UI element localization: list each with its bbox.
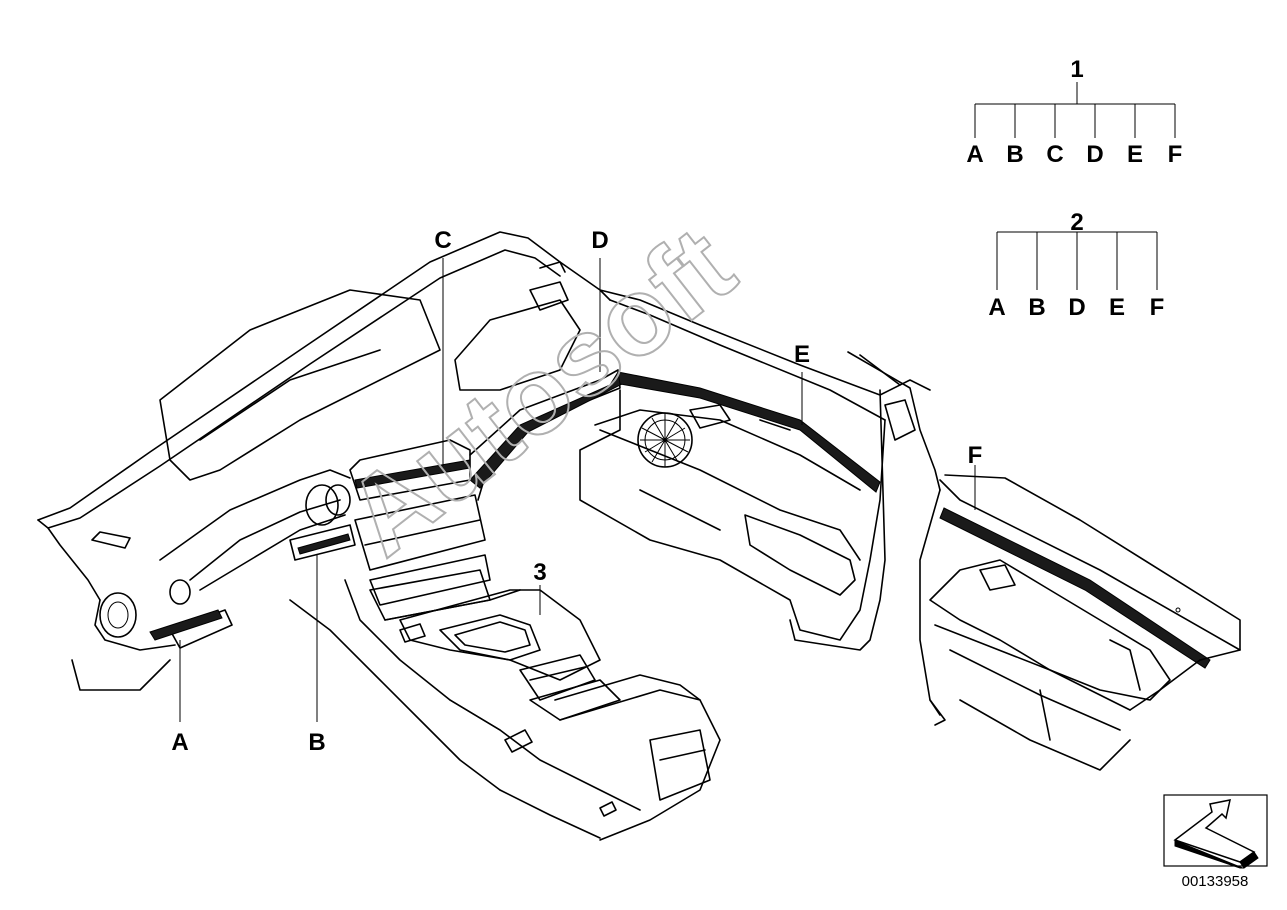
tree-1-root-label: 1 <box>1070 56 1083 83</box>
assembly-tree-2: 2 A B D E F <box>988 209 1164 321</box>
tree-1-child-label: D <box>1086 141 1103 168</box>
callout-c-label: C <box>434 227 451 254</box>
callout-labels: A B C D E F 3 <box>171 227 982 756</box>
callout-f-label: F <box>968 442 983 469</box>
callout-b-label: B <box>308 729 325 756</box>
rear-door-drawing <box>919 474 1241 771</box>
callout-3-label: 3 <box>533 559 546 586</box>
tree-2-child-label: D <box>1068 294 1085 321</box>
tree-2-child-label: B <box>1028 294 1045 321</box>
callout-d-label: D <box>591 227 608 254</box>
tree-2-child-label: A <box>988 294 1005 321</box>
front-door-drawing <box>579 289 941 651</box>
tree-1-child-label: C <box>1046 141 1063 168</box>
tree-2-root-label: 2 <box>1070 209 1083 236</box>
tree-1-child-label: B <box>1006 141 1023 168</box>
tree-1-child-label: A <box>966 141 983 168</box>
center-console-drawing <box>289 569 721 841</box>
tree-1-child-label: E <box>1127 141 1143 168</box>
leader-lines <box>179 258 976 722</box>
trim-strips <box>149 370 1211 669</box>
callout-e-label: E <box>794 341 810 368</box>
tree-2-child-label: E <box>1109 294 1125 321</box>
arrow-icon <box>1173 799 1259 869</box>
tree-1-child-label: F <box>1168 141 1183 168</box>
orientation-box: 00133958 <box>1163 794 1268 890</box>
callout-a-label: A <box>171 729 188 756</box>
diagram-code: 00133958 <box>1182 873 1249 890</box>
assembly-tree-1: 1 A B C D E F <box>966 56 1182 168</box>
tree-2-child-label: F <box>1150 294 1165 321</box>
